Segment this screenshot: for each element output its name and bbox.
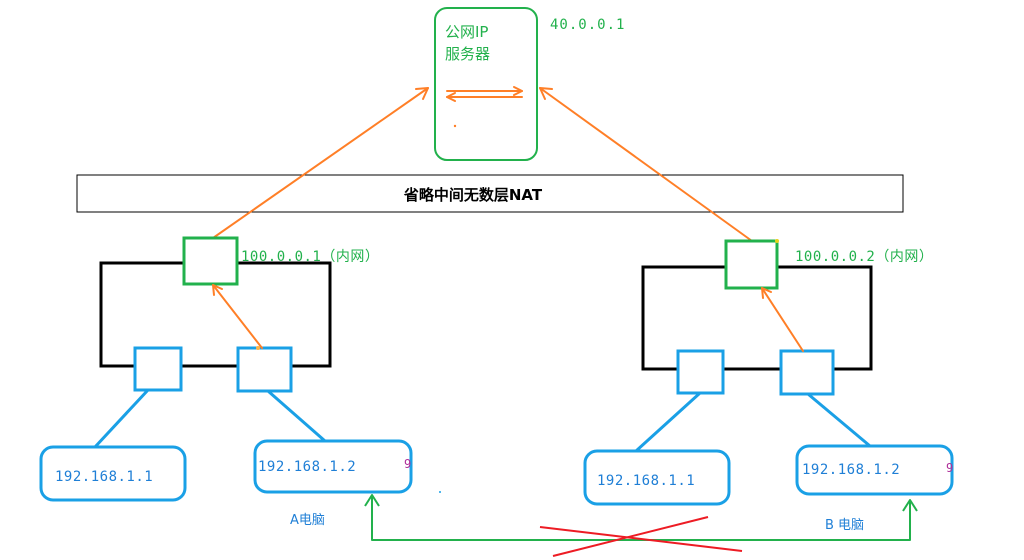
arrow-nat-a-to-server	[212, 87, 429, 239]
stray-dot	[256, 346, 260, 350]
link-nat-a-host-1	[93, 388, 150, 449]
stray-dot	[439, 491, 441, 493]
server-ip-label: 40.0.0.1	[550, 17, 625, 33]
nat-b-wan-port	[724, 239, 779, 290]
host-a1	[39, 445, 187, 502]
blocked-cross-icon	[539, 516, 743, 557]
arrow-nat-b-to-server	[539, 87, 753, 242]
host-b1-ip: 192.168.1.1	[597, 473, 695, 489]
nat-a-lan-port-2	[236, 346, 293, 393]
host-a2	[253, 439, 413, 494]
server-title-line1: 公网IP	[445, 23, 488, 41]
nat-a-wan-port	[182, 236, 239, 286]
stray-dot	[775, 239, 779, 243]
computer-b-label: B 电脑	[825, 518, 864, 533]
host-b2-mark: 9	[946, 461, 953, 475]
arrow-nat-b-internal	[761, 287, 804, 352]
computer-a-label: A电脑	[290, 513, 325, 528]
nat-a-lan-port-1	[133, 346, 183, 392]
host-b2	[795, 444, 954, 496]
link-nat-b-host-2	[807, 392, 871, 448]
public-server-box	[434, 7, 538, 161]
nat-b-lan-port-2	[779, 349, 835, 396]
nat-b-wan-ip-label: 100.0.0.2（内网）	[795, 249, 933, 265]
nat-a-wan-ip-label: 100.0.0.1（内网）	[241, 249, 379, 265]
link-nat-a-host-2	[267, 389, 326, 443]
host-a1-ip: 192.168.1.1	[55, 469, 153, 485]
host-a2-ip: 192.168.1.2	[258, 459, 356, 475]
arrow-nat-a-internal	[212, 284, 263, 349]
nat-layer-banner	[76, 174, 904, 213]
host-b2-ip: 192.168.1.2	[802, 462, 900, 478]
server-exchange-arrows	[446, 86, 523, 102]
stray-dot	[453, 124, 457, 128]
host-a2-mark: 9	[404, 457, 411, 471]
nat-layer-banner-text: 省略中间无数层NAT	[403, 186, 543, 204]
nat-b-lan-port-1	[676, 349, 725, 395]
link-nat-b-host-1	[634, 391, 702, 453]
host-b1	[583, 449, 731, 506]
server-title-line2: 服务器	[445, 45, 490, 63]
